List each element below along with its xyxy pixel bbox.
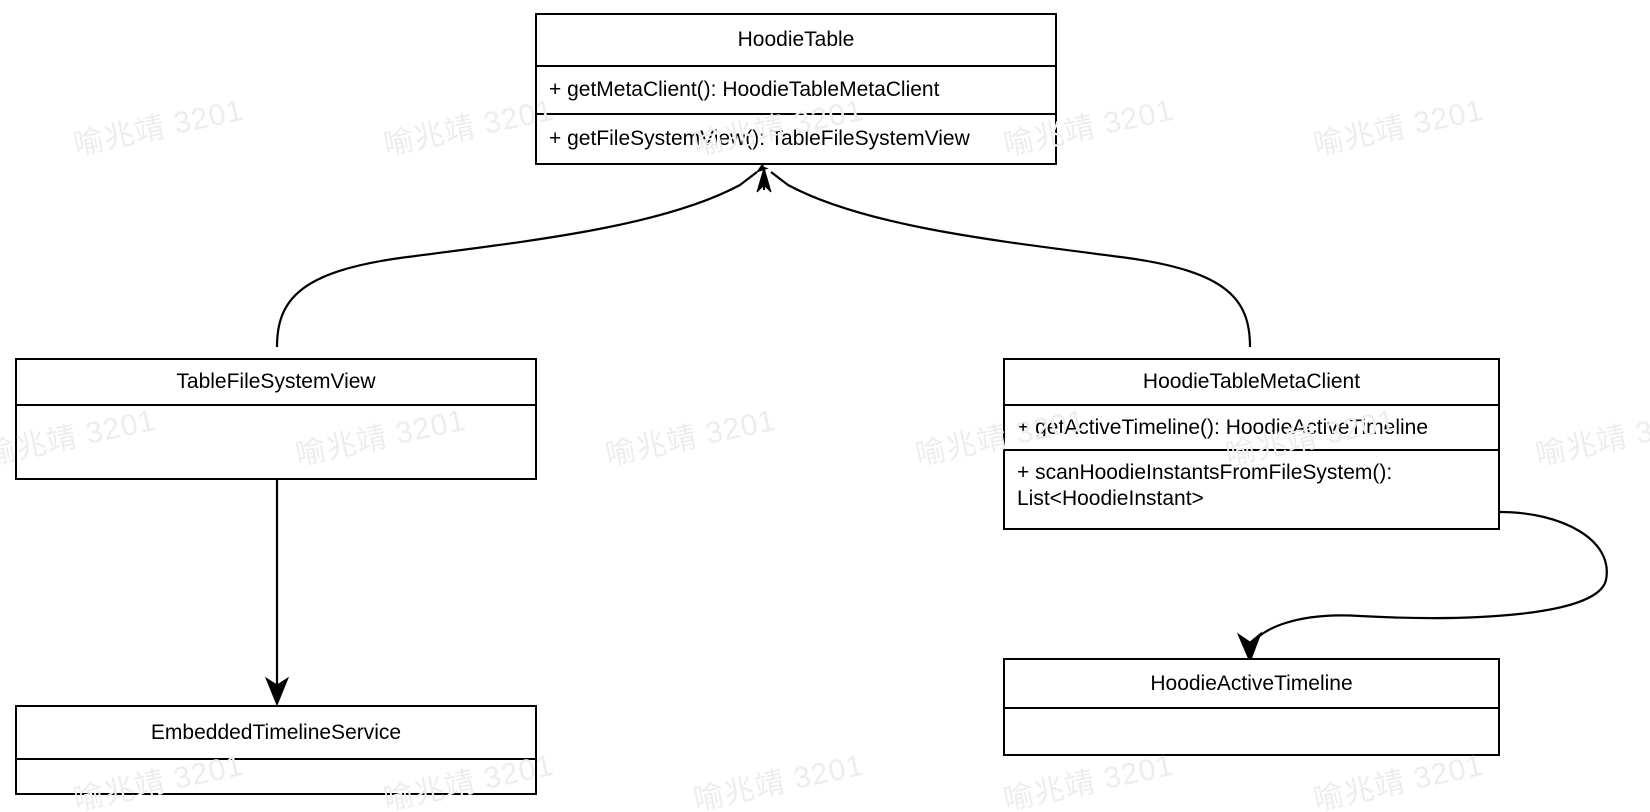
arrowhead-into-embeddedtimelineservice — [264, 676, 290, 707]
class-name-table-file-system-view: TableFileSystemView — [17, 360, 535, 406]
class-box-hoodie-table[interactable]: HoodieTable + getMetaClient(): HoodieTab… — [535, 13, 1057, 165]
class-name-hoodie-table: HoodieTable — [537, 15, 1055, 67]
class-box-table-file-system-view[interactable]: TableFileSystemView — [15, 358, 537, 480]
edge-hoodietablemetaclient-to-hoodieactivetimeline — [1248, 510, 1608, 649]
class-attributes-hoodie-active-timeline — [1005, 709, 1498, 754]
class-method-hoodie-table-meta-client-0: + getActiveTimeline(): HoodieActiveTimel… — [1005, 406, 1498, 451]
class-attributes-table-file-system-view — [17, 406, 535, 478]
class-name-hoodie-active-timeline: HoodieActiveTimeline — [1005, 660, 1498, 709]
class-box-embedded-timeline-service[interactable]: EmbeddedTimelineService — [15, 705, 537, 795]
class-name-embedded-timeline-service: EmbeddedTimelineService — [17, 707, 535, 760]
class-method-hoodie-table-1: + getFileSystemView(): TableFileSystemVi… — [549, 127, 970, 150]
class-box-hoodie-active-timeline[interactable]: HoodieActiveTimeline — [1003, 658, 1500, 756]
class-box-hoodie-table-meta-client[interactable]: HoodieTableMetaClient + getActiveTimelin… — [1003, 358, 1500, 530]
arrowhead-into-hoodieactivetimeline — [1236, 631, 1263, 664]
class-attributes-embedded-timeline-service — [17, 760, 535, 793]
edge-tablefilesystemview-to-hoodietable — [275, 161, 769, 348]
class-method-hoodie-table-meta-client-1: + scanHoodieInstantsFromFileSystem(): Li… — [1017, 461, 1393, 511]
edge-hoodietablemetaclient-to-hoodietable — [770, 171, 1252, 348]
class-method-hoodie-table-0: + getMetaClient(): HoodieTableMetaClient — [537, 67, 1055, 115]
class-name-hoodie-table-meta-client: HoodieTableMetaClient — [1005, 360, 1498, 406]
